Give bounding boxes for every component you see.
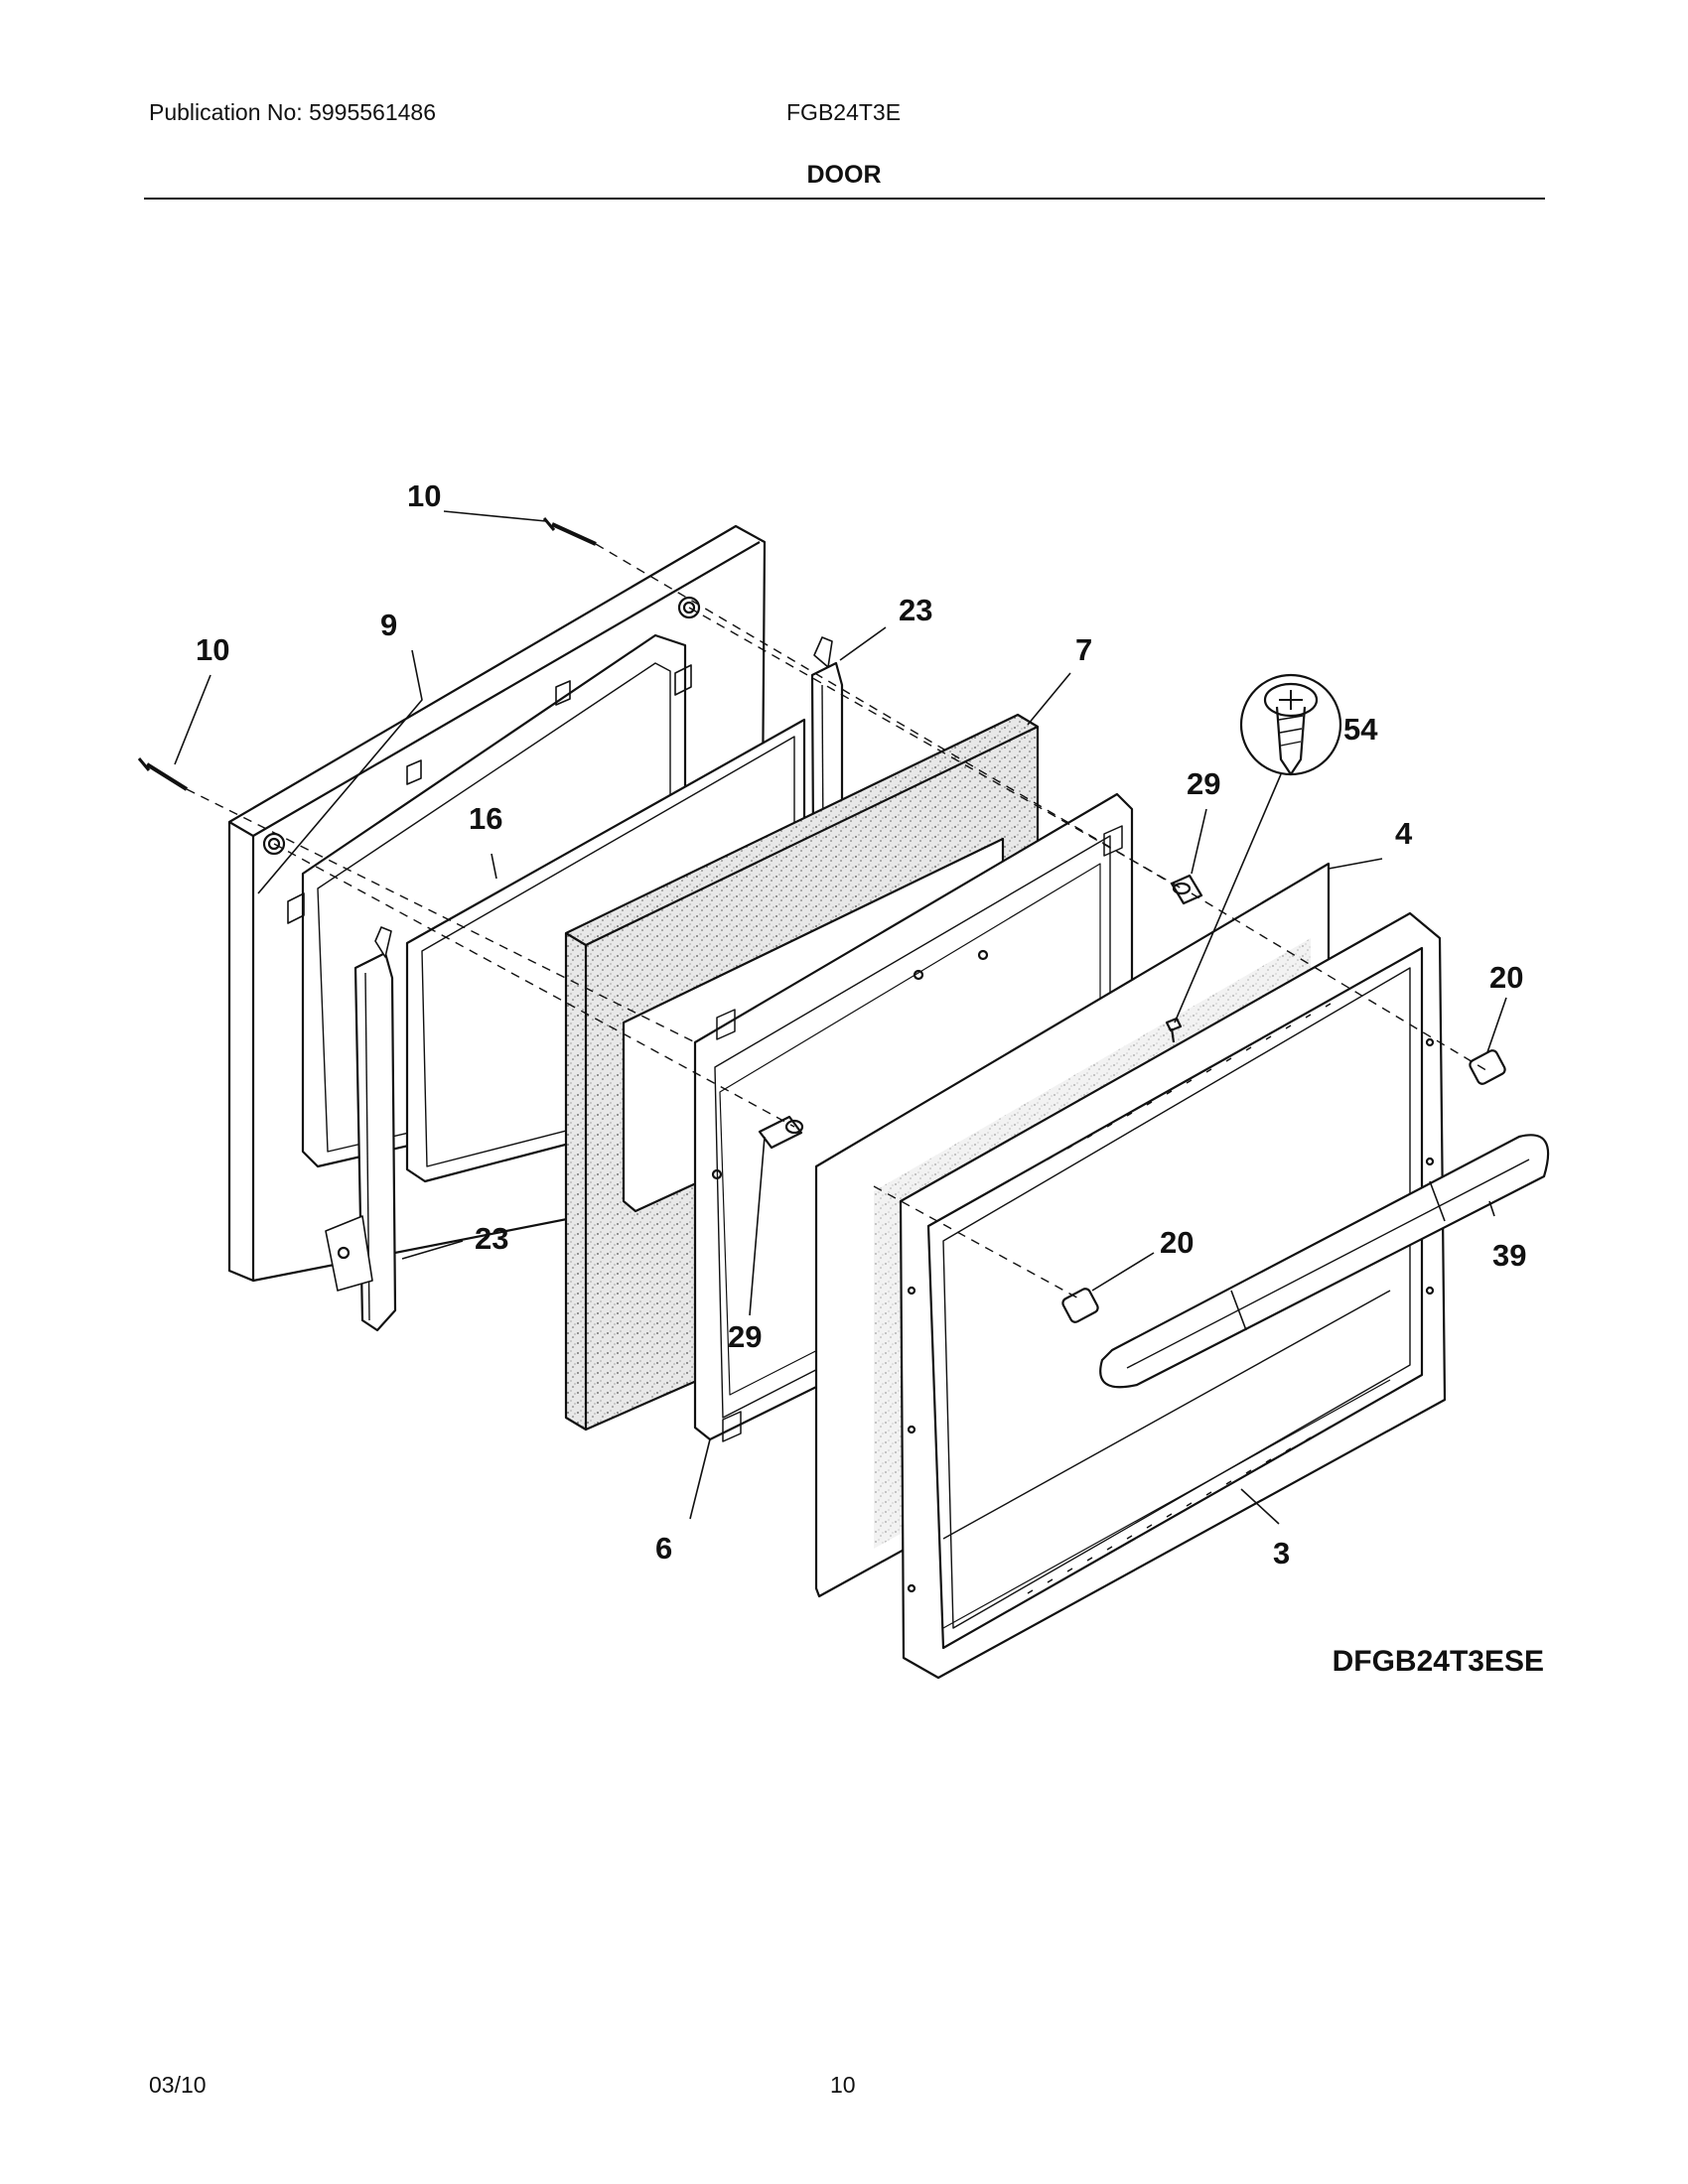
screw-top bbox=[542, 517, 597, 546]
screw-left bbox=[137, 757, 189, 791]
callout-spacer-bottom: 29 bbox=[728, 1319, 762, 1354]
page-number: 10 bbox=[830, 2072, 856, 2098]
section-title: DOOR bbox=[806, 161, 882, 189]
spacer-top bbox=[1170, 874, 1203, 905]
publication-date: 03/10 bbox=[149, 2072, 207, 2098]
callout-hinge-right: 23 bbox=[899, 593, 932, 627]
diagram-code: DFGB24T3ESE bbox=[1333, 1645, 1544, 1678]
callout-inner-panel: 9 bbox=[380, 608, 397, 642]
publication-number: Publication No: 5995561486 bbox=[149, 99, 437, 125]
outer-door-frame bbox=[899, 911, 1447, 1680]
callout-screw-detail: 54 bbox=[1343, 712, 1378, 747]
callout-window-glass: 16 bbox=[469, 801, 502, 836]
leader-lines bbox=[174, 510, 1507, 1525]
end-cap-left bbox=[1061, 1288, 1099, 1323]
screw-detail bbox=[1263, 682, 1319, 776]
door-handle bbox=[1099, 1134, 1550, 1389]
callout-screw-left: 10 bbox=[196, 632, 229, 667]
callout-glass-frame: 6 bbox=[655, 1531, 672, 1566]
header-rule bbox=[144, 198, 1545, 200]
callout-outer-glass: 4 bbox=[1395, 816, 1413, 851]
alignment-lines bbox=[186, 543, 1490, 1301]
end-cap-right bbox=[1469, 1049, 1506, 1085]
hinge-left bbox=[325, 926, 397, 1332]
callout-screw-top: 10 bbox=[407, 478, 441, 513]
callout-door-frame: 3 bbox=[1273, 1536, 1290, 1570]
callout-handle: 39 bbox=[1492, 1238, 1526, 1273]
callout-end-cap-right: 20 bbox=[1489, 960, 1523, 995]
callout-hinge-left: 23 bbox=[475, 1221, 508, 1256]
callout-spacer-top: 29 bbox=[1187, 766, 1220, 801]
screw-small bbox=[1165, 1017, 1183, 1043]
model-number: FGB24T3E bbox=[786, 99, 902, 125]
callout-insulation: 7 bbox=[1075, 632, 1092, 667]
callout-end-cap-left: 20 bbox=[1160, 1225, 1194, 1260]
